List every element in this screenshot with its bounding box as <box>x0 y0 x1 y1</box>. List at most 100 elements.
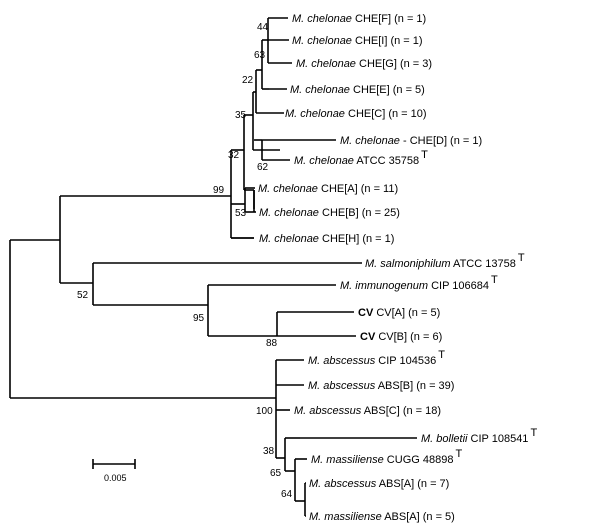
species-name: M. abscessus <box>308 380 376 392</box>
species-name: M. chelonae <box>294 155 354 167</box>
species-name: M. massiliense <box>309 511 382 523</box>
taxon-text: M. chelonae CHE[E] (n = 5) <box>290 84 425 96</box>
isolate-count: (n = 1) <box>359 233 394 245</box>
taxon-label-chf: M. chelonae CHE[F] (n = 1) <box>292 13 426 25</box>
isolate-count: (n = 25) <box>359 207 400 219</box>
bootstrap-value: 44 <box>257 22 269 33</box>
species-name: M. chelonae <box>259 233 319 245</box>
bootstrap-value: 99 <box>213 185 225 196</box>
taxon-label-absb: M. abscessus ABS[B] (n = 39) <box>308 380 454 392</box>
bootstrap-value: 35 <box>235 110 247 121</box>
strain-name: ATCC 13758 <box>451 258 516 270</box>
taxon-text: M. chelonae CHE[I] (n = 1) <box>292 35 423 47</box>
taxon-label-chd: M. chelonae - CHE[D] (n = 1) <box>340 135 482 147</box>
strain-name: CHE[C] <box>345 108 385 120</box>
isolate-count: (n = 1) <box>387 35 422 47</box>
taxon-text: M. abscessus ABS[A] (n = 7) <box>309 478 449 490</box>
taxon-text: M. abscessus ABS[B] (n = 39) <box>308 380 454 392</box>
strain-name: CHE[I] <box>352 35 387 47</box>
isolate-count: (n = 3) <box>397 58 432 70</box>
taxon-label-cva: CV CV[A] (n = 5) <box>358 307 440 319</box>
taxon-text: M. chelonae CHE[G] (n = 3) <box>296 58 432 70</box>
bootstrap-value: 32 <box>228 150 240 161</box>
taxon-text: CV CV[B] (n = 6) <box>360 331 442 343</box>
taxon-text: M. abscessus ABS[C] (n = 18) <box>294 405 441 417</box>
isolate-count: (n = 10) <box>385 108 426 120</box>
strain-name: CIP 106684 <box>428 280 489 292</box>
bootstrap-value: 100 <box>256 406 273 417</box>
taxon-label-chb: M. chelonae CHE[B] (n = 25) <box>259 207 400 219</box>
taxon-label-massa: M. massiliense ABS[A] (n = 5) <box>309 511 455 523</box>
species-name: M. massiliense <box>311 454 384 466</box>
bootstrap-value: 64 <box>281 489 293 500</box>
taxon-label-chi: M. chelonae CHE[I] (n = 1) <box>292 35 423 47</box>
taxon-label-chc: M. chelonae CHE[C] (n = 10) <box>285 108 427 120</box>
taxon-label-chg: M. chelonae CHE[G] (n = 3) <box>296 58 432 70</box>
bootstrap-value: 65 <box>270 468 282 479</box>
bootstrap-value: 63 <box>254 50 266 61</box>
species-name: CV <box>360 331 376 343</box>
bootstrap-value: 22 <box>242 75 254 86</box>
strain-name: CIP 108541 <box>467 433 528 445</box>
type-strain-mark: T <box>518 252 525 264</box>
taxon-label-absa: M. abscessus ABS[A] (n = 7) <box>309 478 449 490</box>
taxon-label-chh: M. chelonae CHE[H] (n = 1) <box>259 233 394 245</box>
species-name: M. immunogenum <box>340 280 428 292</box>
isolate-count: (n = 5) <box>390 84 425 96</box>
taxon-text: M. massiliense ABS[A] (n = 5) <box>309 511 455 523</box>
species-name: M. chelonae <box>340 135 400 147</box>
bootstrap-value: 38 <box>263 446 275 457</box>
taxon-text: M. chelonae CHE[H] (n = 1) <box>259 233 394 245</box>
strain-name: CHE[G] <box>356 58 397 70</box>
bootstrap-value: 62 <box>257 162 269 173</box>
taxon-label-absc: M. abscessus ABS[C] (n = 18) <box>294 405 441 417</box>
type-strain-mark: T <box>421 149 428 161</box>
strain-name: CHE[H] <box>319 233 359 245</box>
type-strain-mark: T <box>438 349 445 361</box>
strain-name: ABS[A] <box>376 478 414 490</box>
taxon-text: M. chelonae CHE[A] (n = 11) <box>258 183 398 195</box>
isolate-count: (n = 18) <box>400 405 441 417</box>
type-strain-mark: T <box>491 274 498 286</box>
taxon-text: M. chelonae CHE[C] (n = 10) <box>285 108 427 120</box>
taxon-text: M. chelonae CHE[B] (n = 25) <box>259 207 400 219</box>
isolate-count: (n = 11) <box>358 183 398 195</box>
strain-name: ABS[B] <box>375 380 413 392</box>
species-name: M. chelonae <box>258 183 318 195</box>
bootstrap-value: 88 <box>266 338 278 349</box>
strain-name: CV[A] <box>373 307 405 319</box>
bootstrap-value: 53 <box>235 208 247 219</box>
taxon-label-cvb: CV CV[B] (n = 6) <box>360 331 442 343</box>
taxon-text: CV CV[A] (n = 5) <box>358 307 440 319</box>
species-name: M. chelonae <box>296 58 356 70</box>
taxon-text: M. chelonae CHE[F] (n = 1) <box>292 13 426 25</box>
species-name: M. chelonae <box>285 108 345 120</box>
species-name: M. salmoniphilum <box>365 258 451 270</box>
strain-name: CIP 104536 <box>375 355 436 367</box>
species-name: M. abscessus <box>308 355 376 367</box>
scale-bar-line <box>92 459 136 469</box>
scale-bar-label: 0.005 <box>104 473 127 483</box>
type-strain-mark: T <box>455 448 462 460</box>
isolate-count: (n = 5) <box>405 307 440 319</box>
species-name: M. chelonae <box>292 13 352 25</box>
bootstrap-value: 95 <box>193 313 205 324</box>
species-name: M. abscessus <box>294 405 362 417</box>
taxon-label-che: M. chelonae CHE[E] (n = 5) <box>290 84 425 96</box>
isolate-count: (n = 7) <box>414 478 449 490</box>
tree-branches <box>9 17 417 517</box>
strain-name: ATCC 35758 <box>354 155 419 167</box>
strain-name: CHE[E] <box>350 84 390 96</box>
isolate-count: (n = 5) <box>420 511 455 523</box>
strain-name: - CHE[D] <box>400 135 447 147</box>
